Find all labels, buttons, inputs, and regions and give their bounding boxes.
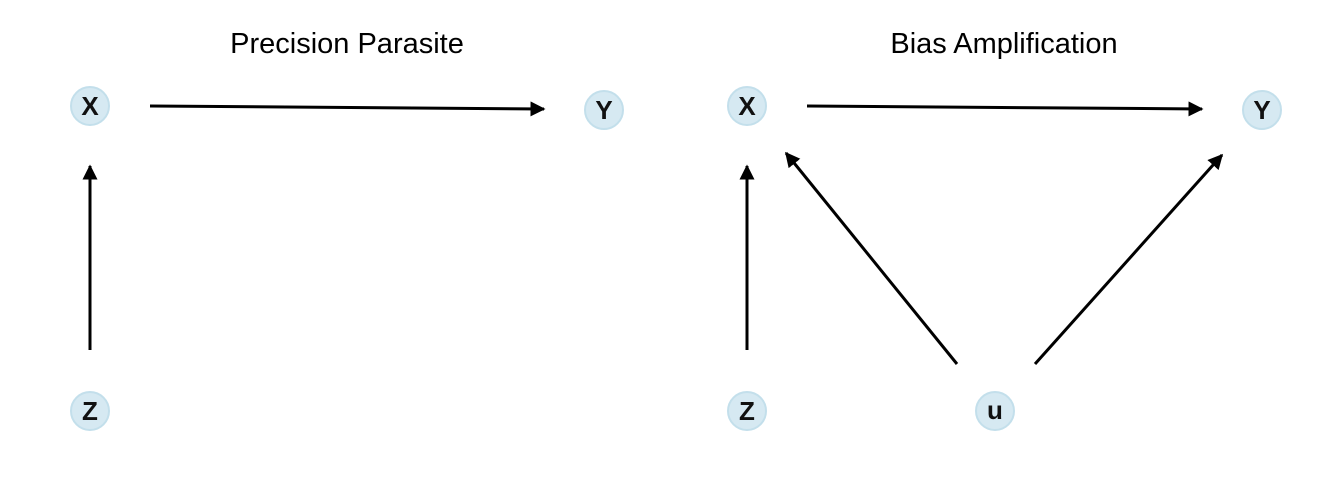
node-y: Y: [584, 90, 624, 130]
panel-title: Precision Parasite: [230, 28, 464, 60]
node-label: X: [738, 91, 756, 121]
node-label: Z: [82, 396, 98, 426]
node-x: X: [70, 86, 110, 126]
node-label: Y: [1253, 95, 1270, 125]
node-z: Z: [70, 391, 110, 431]
edge-x-to-y: [149, 101, 546, 117]
node-label: u: [987, 395, 1003, 425]
node-label: Z: [739, 396, 755, 426]
panel-title: Bias Amplification: [890, 28, 1117, 60]
panel-bias-amplification: Bias Amplification X Y Z u: [727, 28, 1282, 431]
edge-u-to-x: [784, 151, 959, 365]
node-y: Y: [1242, 90, 1282, 130]
node-u: u: [975, 391, 1015, 431]
node-label: Y: [595, 95, 612, 125]
edge-x-to-y: [806, 101, 1204, 117]
panel-precision-parasite: Precision Parasite X Y Z: [70, 28, 624, 431]
node-z: Z: [727, 391, 767, 431]
node-label: X: [81, 91, 99, 121]
edge-u-to-y: [1033, 153, 1224, 366]
node-x: X: [727, 86, 767, 126]
